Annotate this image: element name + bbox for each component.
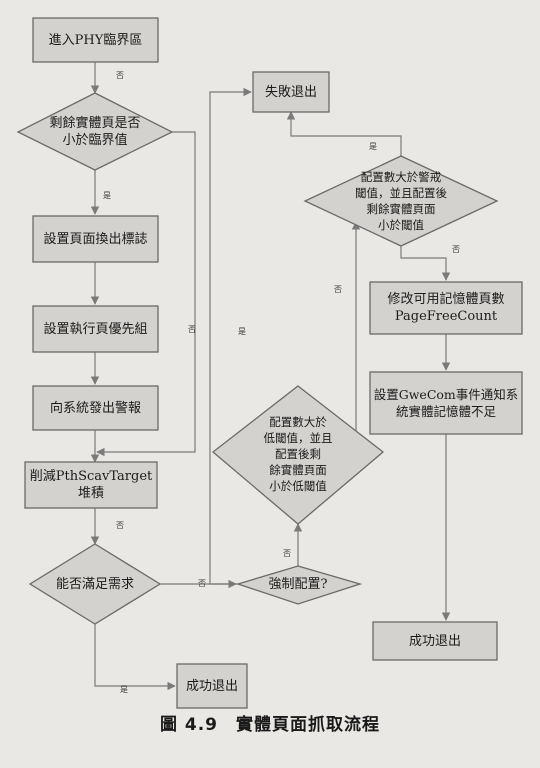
figure-caption: 圖 4.9 實體頁面抓取流程 xyxy=(159,715,381,735)
edge-alert-no-to-modify xyxy=(400,246,451,281)
reduce-target-box xyxy=(24,461,158,509)
edge-label-enter: 否 xyxy=(116,71,124,80)
edge-label-check-no: 否 xyxy=(188,325,196,334)
edge-label-fail-path: 是 xyxy=(238,327,246,336)
fail-exit-box xyxy=(252,71,330,113)
edge-satisfy-yes-to-success xyxy=(94,624,176,691)
set-swap-flag-box xyxy=(32,215,159,263)
enter-phy-box xyxy=(32,17,159,63)
edge-alert-yes-to-fail xyxy=(286,111,402,156)
edge-label-satisfy-yes: 是 xyxy=(120,685,128,694)
edge-label-alert-no: 否 xyxy=(452,245,460,254)
edge-label-satisfy-no: 否 xyxy=(198,579,206,588)
success-exit-right-box xyxy=(372,621,498,661)
node-shapes xyxy=(16,17,523,709)
issue-alert-box xyxy=(32,385,159,431)
modify-free-count-box xyxy=(369,281,523,335)
check-remaining-diamond xyxy=(16,92,174,171)
edge-label-reduce: 否 xyxy=(116,521,124,530)
force-alloc-diamond xyxy=(235,565,363,605)
edge-label-alert-yes: 是 xyxy=(369,142,377,151)
success-exit-left-box xyxy=(176,663,248,709)
can-satisfy-diamond xyxy=(28,543,162,625)
set-gwecom-box xyxy=(369,371,523,435)
check-alert-threshold-diamond xyxy=(303,155,499,247)
edge-force-no-to-fail xyxy=(209,87,252,585)
edge-label-check-yes: 是 xyxy=(103,191,111,200)
set-priority-box xyxy=(32,305,159,353)
edge-label-low-to-alert: 否 xyxy=(334,285,342,294)
edge-label-force: 否 xyxy=(283,549,291,558)
edge-check-no-bypass xyxy=(96,131,196,457)
check-low-threshold-diamond xyxy=(211,385,385,525)
